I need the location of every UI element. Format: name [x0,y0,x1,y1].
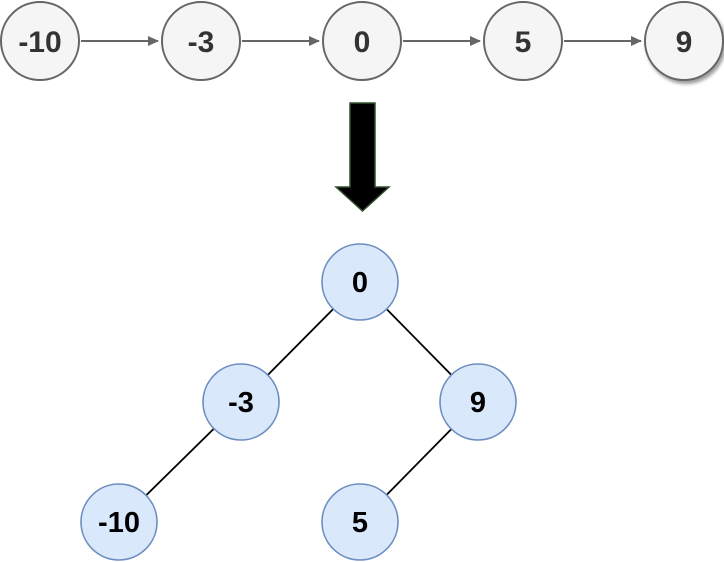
tree-node-circle [321,243,399,321]
tree-node-circle [202,363,280,441]
list-node--10: -10 [0,1,80,81]
list-node-value: 0 [354,26,371,59]
tree-node-circle [439,363,517,441]
tree-node-value: -10 [98,507,140,539]
tree-node-value: 9 [470,387,486,419]
list-node-value: 9 [676,26,693,59]
list-node-9: 9 [644,1,724,81]
bst-tree: 0 -3 9 -10 5 [80,243,517,561]
tree-node-left: -3 [202,363,280,441]
list-node-circle [644,1,724,81]
tree-node-right-left: 5 [321,483,399,561]
list-node-circle [161,1,241,81]
tree-node-root: 0 [321,243,399,321]
list-node-circle [0,1,80,81]
transform-down-arrow-icon [334,102,391,213]
tree-node-right: 9 [439,363,517,441]
list-node-5: 5 [483,1,563,81]
list-node-0: 0 [322,1,402,81]
list-node-circle [483,1,563,81]
tree-node-value: 5 [352,507,368,539]
list-node-value: -3 [188,26,215,59]
list-node--3: -3 [161,1,241,81]
tree-node-circle [321,483,399,561]
tree-node-value: 0 [352,267,368,299]
tree-node-circle [80,483,158,561]
list-node-circle [322,1,402,81]
tree-node-left-left: -10 [80,483,158,561]
linked-list: -10 -3 0 5 9 [0,1,724,81]
list-node-value: -10 [18,26,61,59]
list-node-value: 5 [515,26,532,59]
tree-node-value: -3 [228,387,254,419]
